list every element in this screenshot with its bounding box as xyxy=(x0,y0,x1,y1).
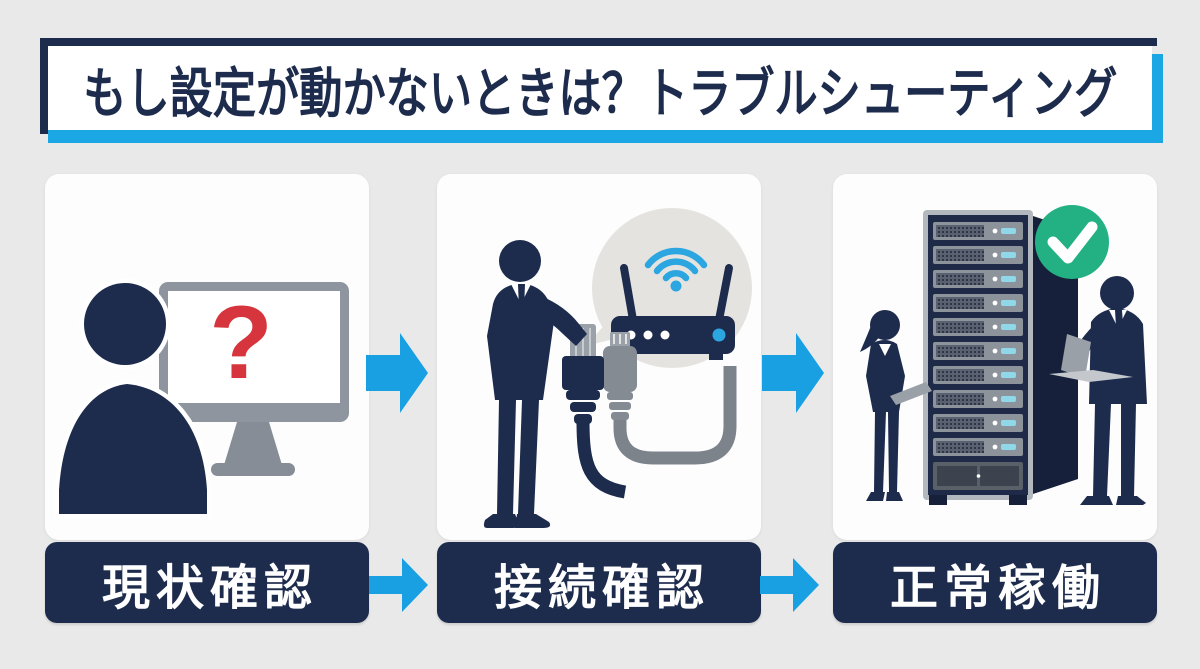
step-panel-1: ? 現状確認 xyxy=(45,174,369,623)
step-panel-2: 接続確認 xyxy=(437,174,761,623)
man-silhouette-icon xyxy=(483,240,587,528)
router-cable xyxy=(613,366,737,465)
wifi-icon xyxy=(644,247,708,292)
cable-check-illustration xyxy=(483,208,752,528)
step-label-1: 現状確認 xyxy=(45,542,369,623)
flow-arrow-icon-bottom-2 xyxy=(760,556,820,614)
server-rack-icon xyxy=(923,210,1078,505)
step-panel-3: 正常稼働 xyxy=(833,174,1157,623)
usb-cable-icon xyxy=(603,332,637,420)
step-illustration-3 xyxy=(833,174,1157,540)
title-banner: もし設定が動かないときは？トラブルシューティング xyxy=(40,38,1163,143)
server-rack-illustration xyxy=(860,205,1147,505)
check-badge-icon xyxy=(1035,205,1109,279)
step-label-3: 正常稼働 xyxy=(833,542,1157,623)
title-frame-navy-top xyxy=(40,38,1157,46)
page-title: もし設定が動かないときは？トラブルシューティング xyxy=(82,63,1118,124)
flow-arrow-icon-top-1 xyxy=(366,332,428,414)
woman-silhouette-icon xyxy=(860,310,932,501)
question-mark: ? xyxy=(209,285,273,401)
step-illustration-2 xyxy=(437,174,761,540)
title-frame-cyan-right xyxy=(1152,54,1163,143)
step-illustration-1: ? xyxy=(45,174,369,540)
person-monitor-illustration: ? xyxy=(54,278,349,519)
tablet-icon xyxy=(890,382,932,405)
step-label-2: 接続確認 xyxy=(437,542,761,623)
person-silhouette-icon xyxy=(54,278,212,519)
monitor-icon: ? xyxy=(159,282,349,476)
man-silhouette-icon xyxy=(1049,276,1147,505)
laptop-icon xyxy=(1061,334,1091,378)
flow-arrow-icon-top-2 xyxy=(762,332,824,414)
title-box: もし設定が動かないときは？トラブルシューティング xyxy=(48,46,1152,130)
title-frame-navy-left xyxy=(40,38,48,134)
lan-cable-icon xyxy=(562,324,627,499)
title-frame-cyan-bottom xyxy=(48,130,1163,143)
flow-arrow-icon-bottom-1 xyxy=(369,556,429,614)
